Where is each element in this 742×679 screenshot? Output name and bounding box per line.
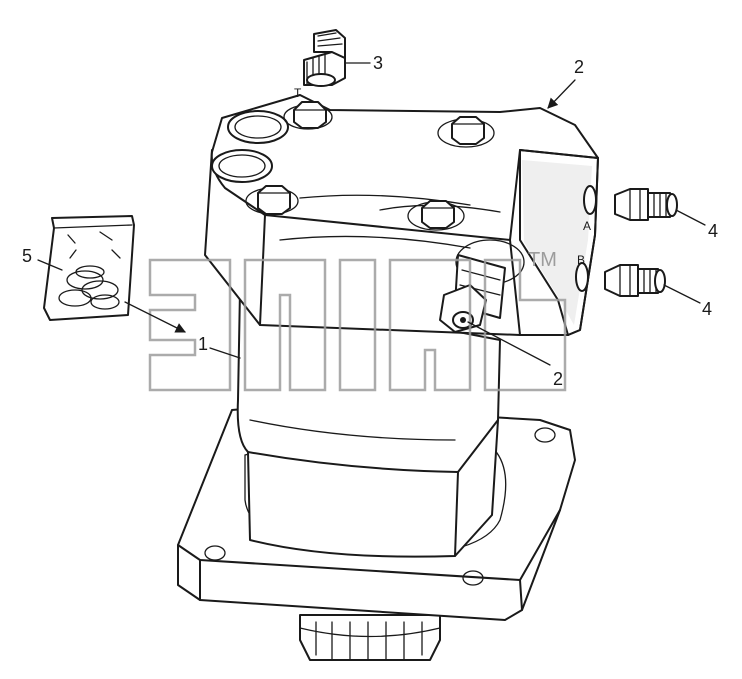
callout-4-lower: 4 — [702, 299, 712, 319]
watermark-tm: TM — [528, 249, 557, 271]
flange-bolt-hole — [204, 545, 226, 561]
leader-5 — [37, 259, 63, 271]
leader-4-upper — [675, 209, 706, 226]
callout-5: 5 — [22, 246, 32, 266]
bolt-head — [245, 185, 299, 215]
drive-gear — [299, 614, 441, 661]
flange-bolt-hole — [462, 570, 484, 586]
bolt-head — [407, 200, 465, 231]
seal-kit-bag — [43, 215, 135, 321]
watermark: TM — [148, 249, 567, 392]
callout-2-bottom: 2 — [553, 369, 563, 389]
flange-bolt-hole — [534, 427, 556, 443]
leader-lines — [37, 62, 706, 366]
leader-1 — [209, 347, 241, 359]
leader-5-arrow — [124, 301, 186, 333]
fitting-item-4-lower — [604, 264, 666, 297]
fitting-item-3 — [303, 29, 346, 87]
bolt-head — [283, 101, 333, 130]
port-label-t: T — [294, 86, 302, 100]
callout-4-upper: 4 — [708, 221, 718, 241]
valve-block — [204, 94, 599, 336]
valve-block-bolts — [245, 101, 495, 231]
port-label-a: A — [583, 219, 591, 233]
side-port-a — [583, 185, 597, 215]
callout-2-top: 2 — [574, 57, 584, 77]
callout-1: 1 — [198, 334, 208, 354]
leader-2-bottom — [467, 321, 551, 366]
bolt-head — [437, 116, 495, 148]
leader-4-lower — [663, 284, 701, 304]
leader-2-top — [547, 79, 576, 109]
fitting-item-4-upper — [614, 188, 678, 221]
side-port-b — [575, 262, 589, 292]
pressure-adjuster — [439, 239, 525, 333]
top-port-openings — [211, 110, 289, 183]
callout-3: 3 — [373, 53, 383, 73]
port-label-b: B — [577, 253, 585, 267]
